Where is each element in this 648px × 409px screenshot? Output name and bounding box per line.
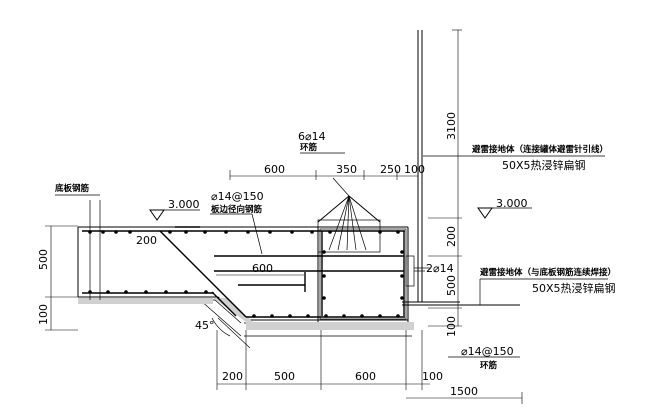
- slab-radial-label: ⌀14@150: [211, 190, 264, 203]
- dim-left-500: 500: [37, 249, 50, 270]
- lightning-bottom-sublabel: 50X5热浸锌扁钢: [532, 281, 616, 295]
- dim-bot-500: 500: [274, 370, 295, 383]
- dim-top-250: 250: [380, 163, 401, 176]
- stirrup-sublabel: 环筋: [480, 360, 498, 371]
- dim-top-600: 600: [264, 163, 285, 176]
- annotations: 6⌀14 环筋 ⌀14@150 板边径向钢筋 底板钢筋 2⌀14 ⌀14@150…: [37, 112, 616, 398]
- rebar-dots: [88, 230, 404, 318]
- level-marks: [149, 207, 532, 221]
- dim-bot-100: 100: [422, 370, 443, 383]
- side-bars-label: 2⌀14: [426, 262, 454, 275]
- slab-radial-sublabel: 板边径向钢筋: [211, 204, 263, 215]
- dim-inner-600: 600: [252, 262, 273, 275]
- dim-right-3100: 3100: [445, 112, 458, 140]
- dim-top-100: 100: [404, 163, 425, 176]
- dim-left-100: 100: [37, 304, 50, 325]
- ring-bars-top-sublabel: 环筋: [300, 142, 318, 153]
- bottom-rebar-label: 底板钢筋: [55, 183, 90, 194]
- level-left: 3.000: [168, 198, 200, 211]
- lightning-top-sublabel: 50X5热浸锌扁钢: [502, 158, 586, 172]
- level-right: 3.000: [496, 197, 528, 210]
- dimension-lines: [45, 29, 523, 404]
- dim-bot-200: 200: [222, 370, 243, 383]
- angle-label: 45°: [195, 319, 215, 332]
- ring-bar-fan: [317, 177, 381, 253]
- leader-lines: [55, 152, 608, 358]
- dim-right-200: 200: [445, 226, 458, 247]
- dim-bot-600: 600: [355, 370, 376, 383]
- steel-post: [402, 30, 520, 306]
- ring-bars-top-label: 6⌀14: [298, 130, 326, 143]
- lightning-top-label: 避雷接地体（连接罐体避雷针引线）: [472, 144, 608, 155]
- dim-right-100: 100: [445, 316, 458, 337]
- stirrup-label: ⌀14@150: [461, 345, 514, 358]
- lightning-bottom-label: 避雷接地体（与底板钢筋连续焊接）: [480, 267, 616, 278]
- rebar-lines: [82, 200, 407, 320]
- dim-top-350: 350: [336, 163, 357, 176]
- dim-bot-1500: 1500: [450, 385, 478, 398]
- dim-right-500: 500: [445, 275, 458, 296]
- dim-inner-200: 200: [136, 234, 157, 247]
